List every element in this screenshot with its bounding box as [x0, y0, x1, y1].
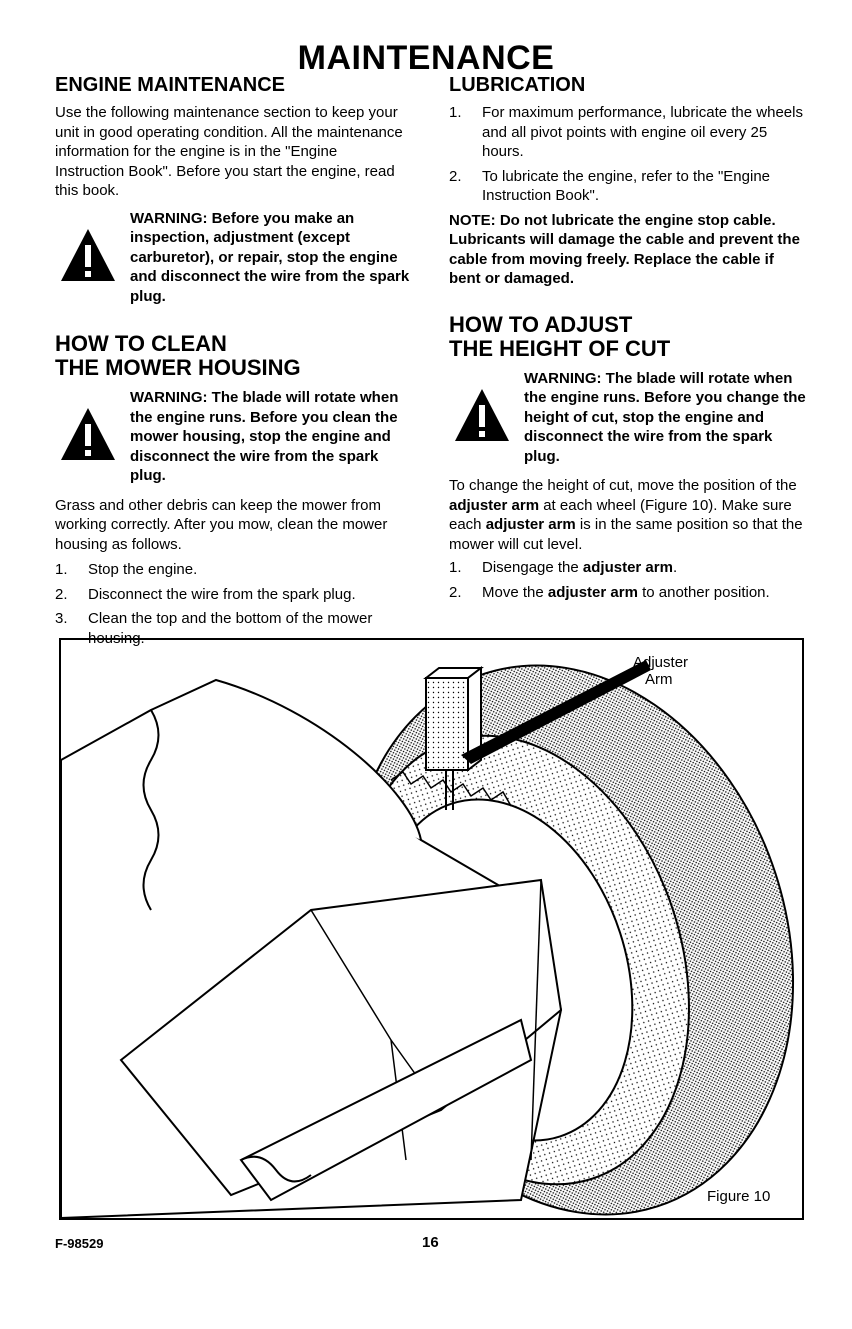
adjust-heading-line2: THE HEIGHT OF CUT	[449, 335, 671, 361]
warning-triangle-icon	[455, 388, 509, 441]
list-item: 1.Disengage the adjuster arm.	[449, 559, 678, 576]
warning-block-3: WARNING: The blade will rotate when the …	[449, 369, 809, 467]
lubrication-heading: LUBRICATION	[449, 74, 586, 96]
warning-triangle-icon	[61, 228, 115, 281]
engine-intro-text: Use the following maintenance section to…	[55, 104, 403, 199]
page-number: 16	[422, 1234, 439, 1251]
warning-text-1: WARNING: Before you make an inspection, …	[130, 209, 410, 305]
mower-wheel-illustration	[61, 660, 795, 1218]
adjust-steps-list: 1.Disengage the adjuster arm. 2.Move the…	[449, 558, 809, 602]
list-item: 2.Move the adjuster arm to another posit…	[449, 583, 770, 601]
list-item: 2.Disconnect the wire from the spark plu…	[55, 585, 356, 603]
figure-label-arm: Arm	[645, 671, 673, 688]
warning-block-2: WARNING: The blade will rotate when the …	[55, 388, 410, 486]
lubrication-steps-list: 1.For maximum performance, lubricate the…	[449, 103, 809, 206]
adjust-intro-text: To change the height of cut, move the po…	[449, 477, 803, 553]
clean-steps-list: 1.Stop the engine. 2.Disconnect the wire…	[55, 560, 410, 648]
warning-block-1: WARNING: Before you make an inspection, …	[55, 209, 410, 307]
list-item: 2.To lubricate the engine, refer to the …	[449, 167, 771, 205]
warning-triangle-icon	[61, 408, 115, 460]
figure-caption: Figure 10	[707, 1188, 771, 1205]
engine-maintenance-heading: ENGINE MAINTENANCE	[55, 74, 286, 96]
page-title: MAINTENANCE	[297, 39, 555, 77]
right-column: LUBRICATION 1.For maximum performance, l…	[449, 74, 809, 607]
list-item: 1.For maximum performance, lubricate the…	[449, 104, 803, 160]
clean-intro-text: Grass and other debris can keep the mowe…	[55, 496, 388, 553]
list-item: 1.Stop the engine.	[55, 561, 198, 578]
figure-label-adjuster: Adjuster	[633, 654, 689, 671]
warning-text-2: WARNING: The blade will rotate when the …	[130, 389, 399, 484]
document-number: F-98529	[55, 1236, 104, 1251]
lubrication-note: NOTE: Do not lubricate the engine stop c…	[449, 211, 800, 288]
clean-heading-line1: HOW TO CLEAN	[55, 331, 227, 356]
clean-heading-line2: THE MOWER HOUSING	[55, 355, 301, 380]
adjust-heading-line1: HOW TO ADJUST	[449, 311, 633, 337]
left-column: ENGINE MAINTENANCE Use the following mai…	[55, 74, 410, 653]
figure-10-frame: Adjuster Arm Figure 10	[59, 638, 804, 1220]
warning-text-3: WARNING: The blade will rotate when the …	[524, 369, 806, 465]
